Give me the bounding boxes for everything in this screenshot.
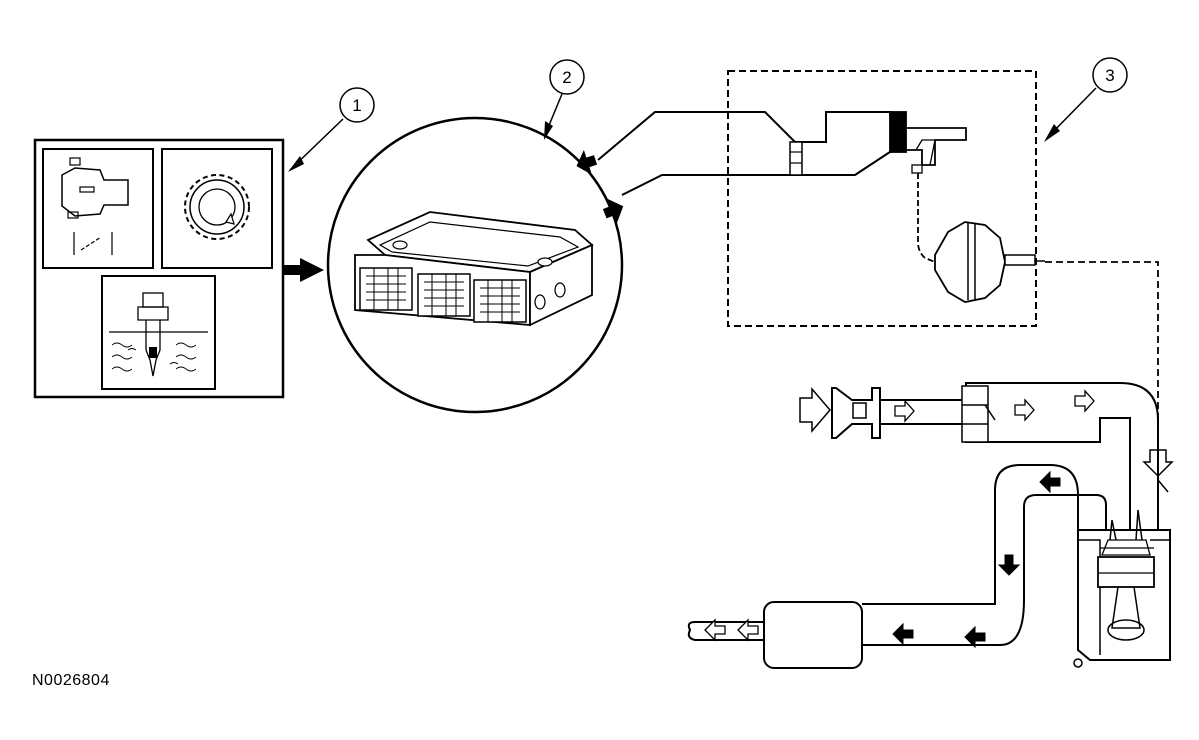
callout-2: 2 <box>544 59 585 140</box>
callout-1: 1 <box>288 87 375 172</box>
egr-control-module <box>727 70 1045 327</box>
intake-flow-arrow-icon <box>894 399 915 423</box>
callout-3: 3 <box>1044 57 1128 142</box>
pcm-module <box>326 116 624 414</box>
callout-2-label: 2 <box>562 68 571 87</box>
sensor-group <box>33 138 285 399</box>
exhaust-flow-arrow-icon <box>704 618 726 642</box>
exhaust-flow-arrow-icon <box>964 625 986 649</box>
throttle-position-sensor-icon <box>42 148 154 269</box>
exhaust-flow-arrow-icon <box>737 618 759 642</box>
intake-flow-arrow-icon <box>1014 398 1035 422</box>
callout-3-label: 3 <box>1105 66 1114 85</box>
pcm-icon <box>354 211 594 327</box>
intake-flow-arrow-icon <box>1074 389 1095 413</box>
figure-id: N0026804 <box>32 672 110 689</box>
coolant-temperature-sensor-icon <box>101 275 216 390</box>
engine-airflow-system <box>687 382 1171 669</box>
crankshaft-position-sensor-icon <box>161 148 273 269</box>
egr-vacuum-regulator-icon <box>934 221 1045 303</box>
exhaust-flow-arrow-icon <box>997 554 1021 576</box>
exhaust-flow-arrow-icon <box>892 622 914 646</box>
sensor-to-pcm-arrow-icon <box>284 258 324 282</box>
exhaust-flow-arrow-icon <box>1039 470 1061 494</box>
callout-1-label: 1 <box>352 96 361 115</box>
pcm-egr-signal-arrows-icon <box>576 150 624 223</box>
air-inlet-arrow-icon <box>799 386 831 434</box>
